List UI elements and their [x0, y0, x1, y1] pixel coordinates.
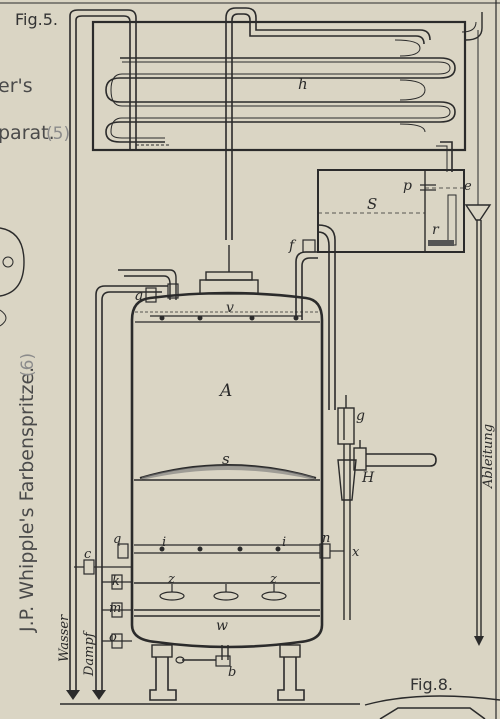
drain-pipe — [461, 12, 492, 646]
rivet-dots — [159, 315, 299, 552]
fragment-parat: parat. — [0, 122, 55, 144]
label-dampf: Dampf — [82, 630, 97, 677]
label-c: c — [84, 547, 92, 562]
label-i-right: i — [282, 535, 286, 550]
vapour-pipe — [225, 7, 431, 240]
boiling-tank-A — [130, 245, 324, 649]
downcomer-pipe — [317, 224, 357, 620]
label-r: r — [432, 222, 440, 238]
vertical-title: J.P. Whipple's Farbenspritze. — [16, 367, 38, 633]
tank-legs — [60, 644, 360, 705]
nozzles-z — [159, 584, 287, 601]
label-b: b — [228, 665, 236, 680]
fragment-er: er's — [0, 75, 33, 97]
label-p: p — [403, 178, 412, 194]
label-ableitung: Ableitung — [481, 424, 496, 489]
label-wasser: Wasser — [57, 614, 72, 662]
label-o: o — [109, 630, 117, 645]
caption-fig8: Fig.8. — [410, 675, 453, 694]
label-H: H — [361, 470, 375, 486]
label-h: h — [298, 75, 308, 93]
condenser-coil-box — [91, 20, 467, 172]
label-g: g — [356, 408, 365, 424]
water-supply-pipe — [66, 9, 170, 700]
fragment-parat-number: (5) — [46, 124, 70, 144]
label-i-left: i — [162, 535, 166, 550]
label-z-right: z — [269, 572, 277, 587]
label-v: v — [226, 300, 234, 316]
label-f: f — [288, 238, 297, 254]
label-z-left: z — [167, 572, 175, 587]
label-k: k — [112, 574, 120, 589]
label-a: a — [135, 288, 143, 304]
label-w: w — [216, 618, 228, 634]
vertical-title-number: (6) — [18, 353, 38, 377]
label-e: e — [464, 179, 472, 194]
fig8-fragment — [364, 695, 500, 719]
steam-valve-H — [353, 440, 437, 471]
caption-fig5: Fig.5. — [15, 10, 58, 29]
side-valves — [74, 283, 344, 649]
steam-supply-pipe — [92, 269, 177, 700]
label-x: x — [352, 545, 360, 560]
label-S: S — [367, 195, 377, 213]
label-s: s — [222, 450, 230, 468]
label-m: m — [109, 601, 121, 616]
left-figure-fragment — [0, 227, 25, 327]
label-n: n — [322, 531, 330, 546]
separator-box-S — [317, 169, 465, 253]
return-pipe-f — [295, 239, 318, 320]
label-A: A — [218, 381, 232, 401]
label-q: q — [113, 532, 121, 547]
